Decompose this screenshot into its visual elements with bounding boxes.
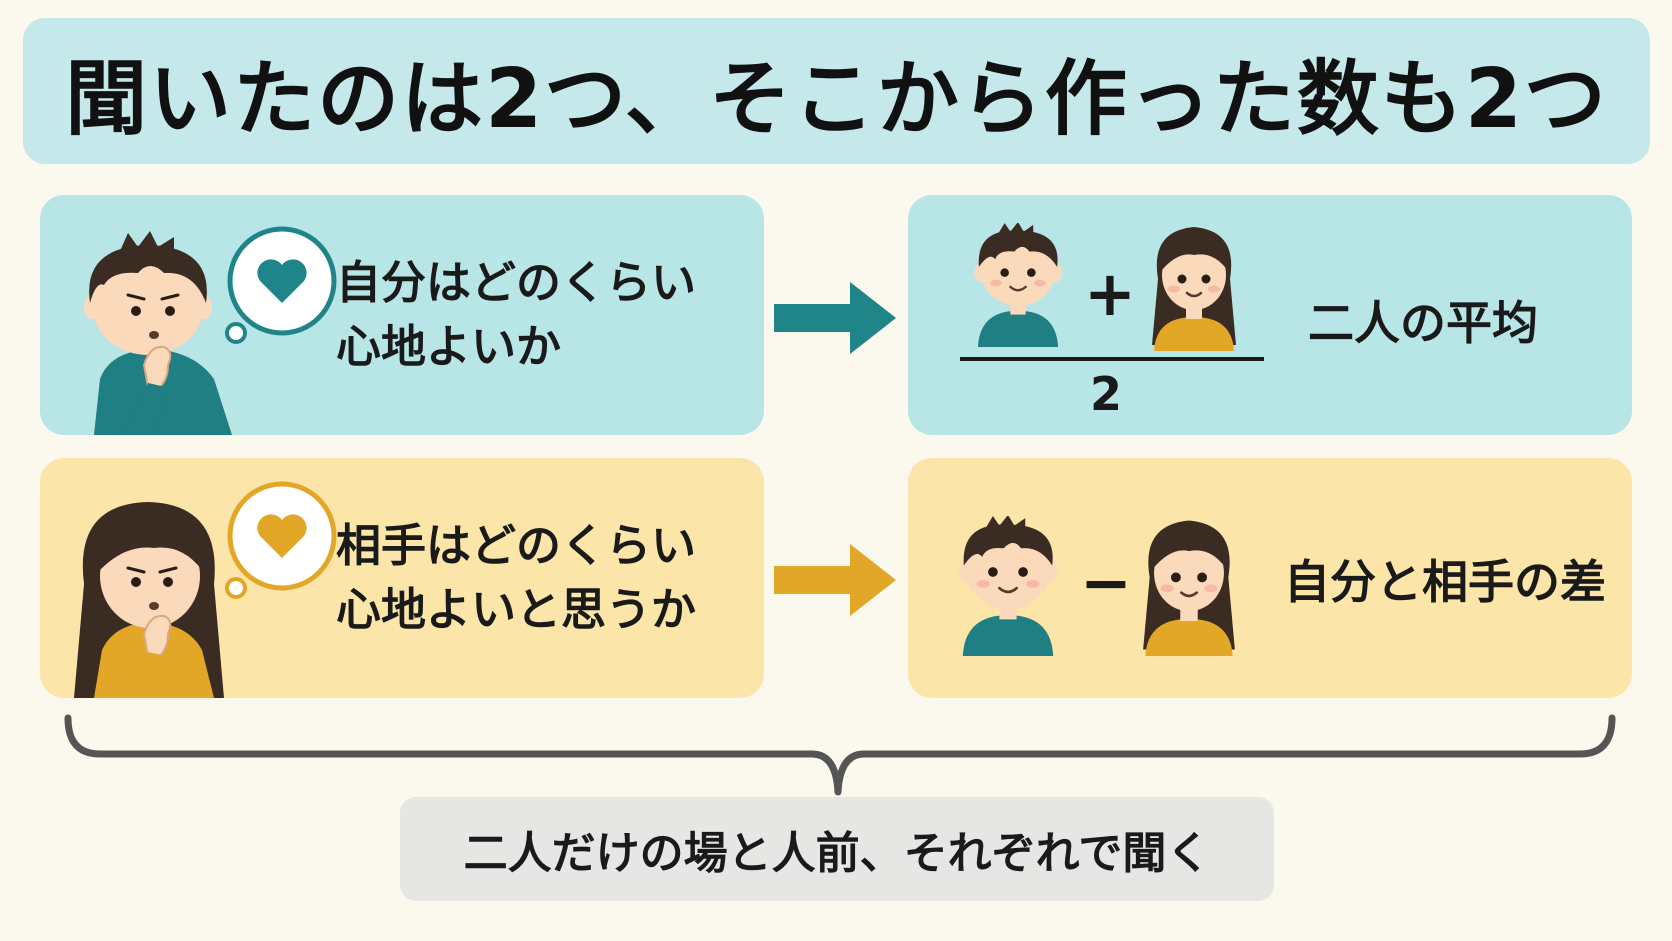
fraction-bar [960,357,1264,361]
footer-note-box: 二人だけの場と人前、それぞれで聞く [400,797,1274,901]
minus-operator: − [1080,546,1132,619]
result-card-average: + 2 二人の平均 [908,195,1632,435]
footer-note: 二人だけの場と人前、それぞれで聞く [463,828,1211,879]
result-label-average: 二人の平均 [1308,296,1538,350]
boy-avatar-icon [954,516,1062,656]
title-banner: 聞いたのは2つ、そこから作った数も2つ [23,18,1650,164]
question-text-self-line1: 自分はどのくらい [336,256,697,309]
result-card-difference: − 自分と相手の差 [908,458,1632,698]
question-text-partner-line1: 相手はどのくらい [336,519,697,572]
girl-avatar-icon [1144,221,1244,351]
question-card-partner: 相手はどのくらい 心地よいと思うか [40,458,764,698]
heart-icon [257,259,307,303]
question-card-self: 自分はどのくらい 心地よいか [40,195,764,435]
question-text-partner-line2: 心地よいと思うか [336,583,697,636]
thinking-boy-illustration [84,226,337,435]
result-label-difference: 自分と相手の差 [1284,555,1606,609]
arrow-right-icon [774,282,896,354]
boy-avatar-icon [970,223,1066,347]
thinking-girl-illustration [74,481,337,698]
arrow-right-icon [774,544,896,616]
grouping-bracket [64,714,1616,796]
plus-operator: + [1084,257,1136,330]
page-title: 聞いたのは2つ、そこから作った数も2つ [65,51,1608,147]
denominator: 2 [1090,367,1123,421]
heart-icon [257,514,307,558]
girl-avatar-icon [1134,514,1244,656]
question-text-self-line2: 心地よいか [336,320,562,373]
